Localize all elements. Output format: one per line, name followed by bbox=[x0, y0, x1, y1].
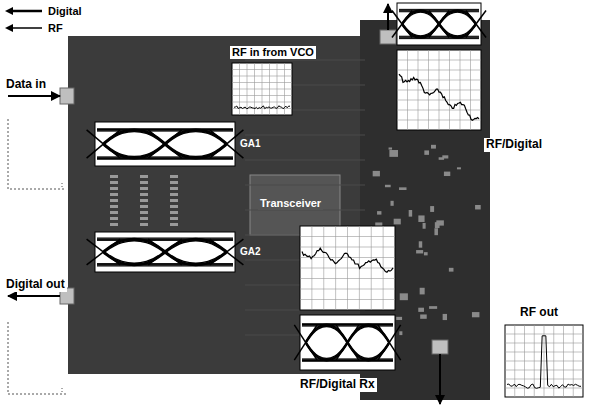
trace bbox=[245, 135, 365, 136]
component bbox=[475, 205, 481, 209]
trace bbox=[245, 185, 365, 186]
component bbox=[389, 150, 398, 157]
sma-connector bbox=[380, 30, 396, 44]
component bbox=[140, 181, 148, 184]
component bbox=[110, 223, 118, 226]
component bbox=[140, 187, 148, 190]
output-arrow bbox=[8, 295, 60, 297]
component bbox=[170, 205, 178, 208]
component bbox=[394, 219, 401, 225]
component bbox=[429, 306, 437, 309]
component bbox=[170, 193, 178, 196]
component bbox=[420, 288, 425, 295]
component bbox=[170, 223, 178, 226]
eye-diagram bbox=[294, 315, 400, 370]
legend-sample bbox=[4, 5, 44, 17]
component bbox=[424, 252, 428, 255]
legend-item: RF bbox=[4, 21, 63, 35]
legend-text: RF bbox=[48, 22, 63, 34]
component bbox=[110, 217, 118, 220]
component bbox=[430, 206, 434, 212]
component bbox=[396, 317, 402, 320]
component bbox=[436, 220, 444, 225]
spectrum-analyzer-plot bbox=[232, 63, 292, 115]
component bbox=[399, 331, 402, 335]
component bbox=[110, 199, 118, 202]
rf-out-arrow bbox=[439, 354, 441, 404]
component bbox=[457, 167, 461, 169]
spectrum-plot bbox=[300, 226, 395, 310]
component bbox=[418, 308, 424, 312]
component bbox=[110, 175, 118, 178]
label: RF/Digital Rx bbox=[298, 378, 377, 392]
component bbox=[443, 314, 447, 320]
spectrum-plot bbox=[397, 50, 481, 130]
component bbox=[140, 193, 148, 196]
component bbox=[170, 187, 178, 190]
component bbox=[110, 187, 118, 190]
legend-text: Digital bbox=[48, 5, 82, 17]
component bbox=[409, 210, 412, 217]
label: RF in from VCO bbox=[230, 46, 316, 59]
component bbox=[110, 193, 118, 196]
component bbox=[419, 241, 422, 247]
sma-connector bbox=[432, 340, 448, 354]
component bbox=[373, 171, 380, 176]
waveform-plot bbox=[8, 322, 66, 394]
component bbox=[472, 312, 479, 317]
component bbox=[140, 223, 148, 226]
component bbox=[140, 175, 148, 178]
component bbox=[424, 150, 429, 154]
component bbox=[377, 211, 381, 214]
eye-diagram bbox=[87, 122, 244, 166]
spectrum-analyzer-plot bbox=[505, 325, 583, 397]
component bbox=[434, 228, 438, 235]
component bbox=[389, 147, 392, 149]
component bbox=[399, 187, 406, 190]
rf-in-arrow bbox=[387, 4, 389, 30]
trace bbox=[245, 210, 365, 211]
component bbox=[400, 293, 408, 300]
component bbox=[418, 215, 424, 222]
component bbox=[110, 181, 118, 184]
label: GA1 bbox=[238, 138, 263, 150]
eye-diagram bbox=[87, 232, 244, 272]
component bbox=[140, 217, 148, 220]
trace bbox=[245, 160, 365, 161]
component bbox=[170, 211, 178, 214]
component bbox=[140, 205, 148, 208]
component bbox=[110, 211, 118, 214]
label: Data in bbox=[4, 78, 48, 92]
component bbox=[170, 175, 178, 178]
label: GA2 bbox=[238, 246, 263, 258]
legend-item: Digital bbox=[4, 4, 82, 18]
trace bbox=[245, 60, 365, 61]
sma-connector bbox=[60, 88, 74, 104]
label: RF out bbox=[518, 306, 560, 320]
waveform-plot bbox=[8, 119, 66, 189]
component bbox=[385, 185, 391, 187]
component bbox=[416, 250, 423, 253]
component bbox=[449, 268, 454, 272]
component bbox=[170, 181, 178, 184]
eye-diagram bbox=[392, 3, 486, 45]
component bbox=[420, 314, 427, 318]
label: RF/Digital bbox=[484, 138, 544, 152]
component bbox=[444, 172, 450, 176]
component bbox=[170, 199, 178, 202]
legend-sample bbox=[4, 22, 44, 34]
component bbox=[110, 205, 118, 208]
component bbox=[423, 223, 426, 229]
label: Transceiver bbox=[258, 197, 323, 210]
component bbox=[390, 201, 393, 206]
component bbox=[439, 157, 444, 160]
component bbox=[140, 199, 148, 202]
component bbox=[431, 145, 436, 149]
label: Digital out bbox=[4, 278, 67, 292]
input-arrow bbox=[8, 95, 60, 97]
component bbox=[170, 217, 178, 220]
component bbox=[140, 211, 148, 214]
